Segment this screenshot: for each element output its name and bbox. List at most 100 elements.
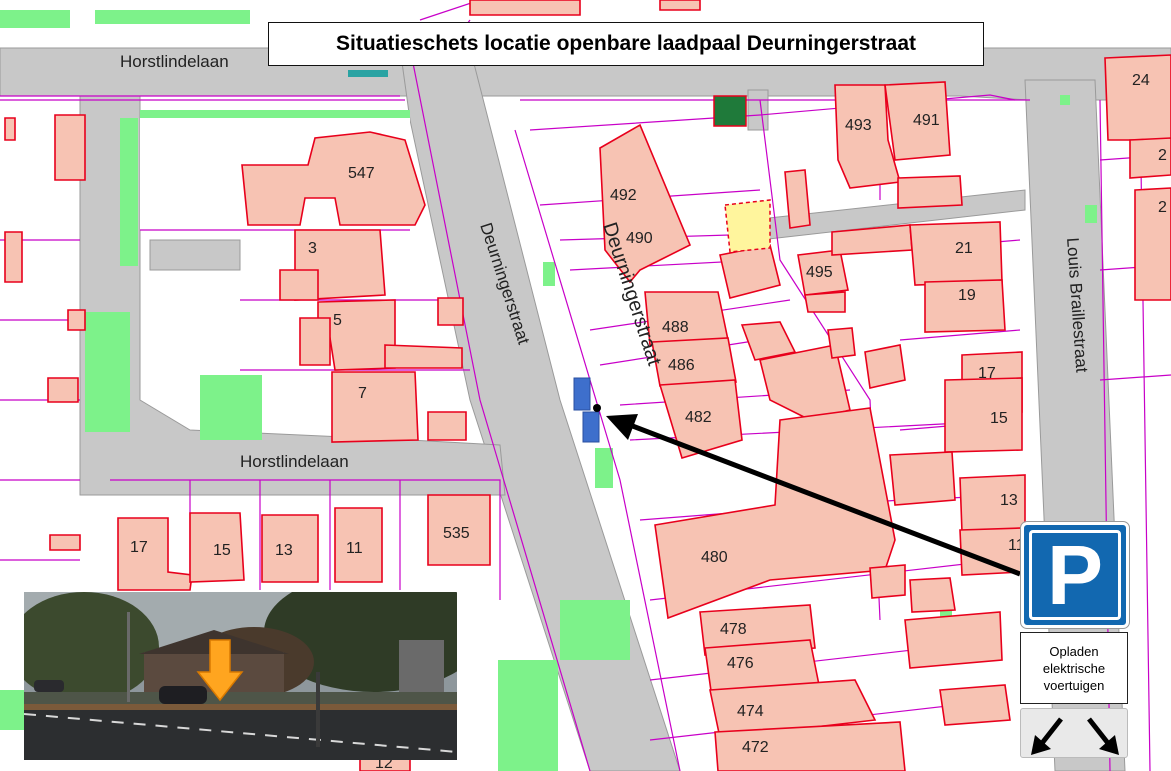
charging-parking-spot-north (573, 377, 591, 411)
green-dot-2 (1060, 95, 1070, 105)
building-south-east (904, 611, 1003, 669)
house-number: 478 (720, 621, 747, 638)
building-5-annex (299, 317, 331, 366)
house-number: 24 (1132, 72, 1150, 89)
building-top-2 (659, 0, 701, 11)
building-east-edge-2 (1134, 187, 1171, 301)
house-number: 13 (1000, 492, 1018, 509)
building-547 (241, 131, 426, 226)
building-535 (427, 494, 491, 566)
house-number-layer: 547 3 5 7 17 15 13 11 535 492 490 488 48… (130, 72, 1167, 771)
street-pole (316, 672, 320, 747)
house-number: 480 (701, 549, 728, 566)
house-number: 490 (626, 230, 653, 247)
building-482 (658, 379, 743, 459)
house-number: 492 (610, 187, 637, 204)
street-label-horstlindelaan-top: Horstlindelaan (120, 52, 229, 71)
map-title: Situatieschets locatie openbare laadpaal… (268, 22, 984, 66)
building-495-b (804, 291, 846, 313)
house-number: 493 (845, 117, 872, 134)
building-small-2 (427, 411, 467, 441)
green-top-left (0, 10, 70, 28)
green-area (85, 312, 130, 432)
road-marking (24, 713, 457, 753)
planned-building (724, 199, 771, 253)
road-stub-a (149, 239, 241, 271)
building-492-490 (599, 123, 692, 284)
road-surface (24, 707, 457, 760)
green-top-mid (95, 10, 250, 24)
building-3-annex (279, 269, 319, 301)
bus-stop (348, 70, 388, 77)
green-dot (1085, 205, 1097, 223)
green-left-edge (0, 690, 24, 730)
house-number: 488 (662, 319, 689, 336)
house-number: 2 (1158, 147, 1167, 164)
house-number: 19 (958, 287, 976, 304)
green-area-south-2 (560, 600, 630, 660)
house-number: 535 (443, 525, 470, 542)
house-number: 11 (346, 540, 363, 557)
pointer-arrow-line (621, 419, 1021, 577)
green-area-south (498, 660, 558, 771)
green-verge (595, 448, 613, 488)
building-24 (1104, 54, 1171, 141)
tree-left (24, 592, 159, 702)
lamp-post (127, 612, 130, 702)
house-number: 17 (130, 539, 148, 556)
building-east-edge (1129, 137, 1171, 179)
house-number: 11 (1008, 537, 1025, 554)
house-number: 482 (685, 409, 712, 426)
house-number: 495 (806, 264, 833, 281)
parcel-line (514, 129, 681, 771)
green-strip-top (140, 110, 410, 118)
building-small (437, 297, 464, 326)
house-number: 5 (333, 312, 342, 329)
parked-car (159, 686, 207, 704)
building-small-east-2 (889, 451, 956, 506)
building-shed-b (784, 169, 811, 229)
building-480 (654, 407, 896, 620)
house-number: 15 (990, 410, 1008, 427)
building-shed-e (827, 327, 856, 359)
house-number: 491 (913, 112, 940, 129)
building-474 (709, 679, 877, 739)
house-number: 476 (727, 655, 754, 672)
building-5-annex-2 (384, 344, 463, 369)
building-small-east (864, 344, 906, 389)
house-number: 474 (737, 703, 764, 720)
green-strip-left (120, 118, 138, 266)
building-shed-c (740, 321, 797, 361)
building-west-3 (4, 231, 23, 283)
green-verge-2 (543, 262, 555, 286)
building-491 (884, 81, 951, 161)
house-number: 15 (213, 542, 231, 559)
building-19 (924, 279, 1006, 333)
green-roundabout (200, 375, 262, 440)
parked-car-far (34, 680, 64, 692)
building-13-west (261, 514, 319, 583)
building-west-5 (47, 377, 79, 403)
charging-subtitle-sign: Opladen elektrische voertuigen (1020, 632, 1128, 704)
charging-station-marker (593, 404, 601, 412)
building-west-4 (67, 309, 86, 331)
house-number: 13 (275, 542, 293, 559)
pointer-arrow-head (606, 414, 638, 440)
charging-parking-spot-south (582, 411, 600, 443)
building-491-b (897, 175, 963, 209)
house-number: 486 (668, 357, 695, 374)
building-top (469, 0, 581, 16)
building-west-1 (54, 114, 86, 181)
leaf-strip (24, 704, 457, 710)
house-number: 472 (742, 739, 769, 756)
house-number: 547 (348, 165, 375, 182)
house-number: 3 (308, 240, 317, 257)
house-number: 21 (955, 240, 973, 257)
parcel-line (409, 47, 591, 771)
building-495 (797, 249, 849, 296)
street-label-horstlindelaan-bottom: Horstlindelaan (240, 452, 349, 471)
utility-building (713, 95, 747, 127)
building-15-east (944, 377, 1023, 453)
